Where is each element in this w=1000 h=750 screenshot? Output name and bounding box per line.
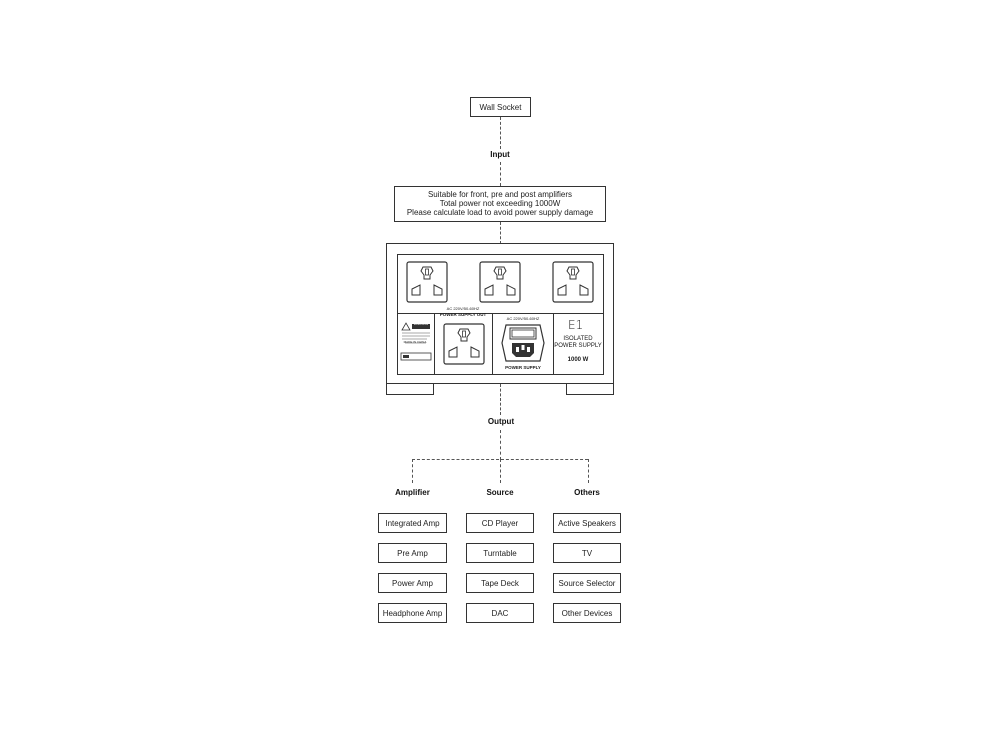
item-source-selector: Source Selector — [553, 573, 621, 593]
universal-outlet-1 — [406, 261, 448, 303]
item-tv: TV — [553, 543, 621, 563]
notice-line-2: Total power not exceeding 1000W — [439, 199, 561, 208]
panel-col-divider-2 — [492, 313, 493, 374]
item-label: Other Devices — [561, 608, 613, 618]
notice-line-3: Please calculate load to avoid power sup… — [406, 208, 594, 217]
item-label: Pre Amp — [397, 548, 428, 558]
item-label: Tape Deck — [481, 578, 519, 588]
panel-col-divider-1 — [434, 313, 435, 374]
column-heading-others: Others — [574, 488, 600, 497]
branch-others — [588, 459, 589, 483]
item-label: Integrated Amp — [385, 518, 440, 528]
usage-notice-box: Suitable for front, pre and post amplifi… — [394, 186, 606, 222]
branch-source — [500, 459, 501, 483]
item-label: Active Speakers — [558, 518, 616, 528]
notice-line-1: Suitable for front, pre and post amplifi… — [427, 190, 573, 199]
outlet-label: POWER SUPPLY OUT — [439, 312, 487, 317]
universal-outlet-3 — [552, 261, 594, 303]
panel-row-divider — [397, 313, 603, 314]
connector-notice-device — [500, 222, 501, 244]
item-dac: DAC — [466, 603, 534, 623]
item-label: TV — [581, 548, 593, 558]
device-front-panel — [397, 254, 604, 375]
input-label: Input — [490, 150, 510, 159]
model-name: E1 — [568, 318, 584, 332]
warning-label-text: WARNING — [413, 322, 429, 326]
iec-power-inlet-icon — [501, 324, 545, 362]
item-integrated-amp: Integrated Amp — [378, 513, 447, 533]
branch-amplifier — [412, 459, 413, 483]
column-heading-amplifier: Amplifier — [395, 488, 430, 497]
panel-col-divider-3 — [553, 313, 554, 374]
item-tape-deck: Tape Deck — [466, 573, 534, 593]
item-pre-amp: Pre Amp — [378, 543, 447, 563]
device-foot-right — [566, 383, 614, 395]
wall-socket-box: Wall Socket — [470, 97, 531, 117]
outlet-rating: AC 220V/50-60HZ — [446, 306, 480, 311]
made-in-label: MADE IN CHINA — [403, 340, 427, 344]
device-name-line-1: ISOLATED — [563, 336, 593, 342]
wall-socket-label: Wall Socket — [479, 102, 522, 112]
warning-label-graphic — [400, 322, 432, 361]
item-label: DAC — [491, 608, 509, 618]
column-heading-source: Source — [486, 488, 514, 497]
item-label: Turntable — [483, 548, 517, 558]
connector-output-branch — [500, 430, 501, 460]
inlet-rating: AC 220V/50-60HZ — [506, 316, 540, 321]
device-name-line-2: POWER SUPPLY — [554, 343, 602, 349]
device-foot-left — [386, 383, 434, 395]
item-label: Power Amp — [392, 578, 433, 588]
item-turntable: Turntable — [466, 543, 534, 563]
device-wattage: 1000 W — [567, 357, 589, 363]
item-active-speakers: Active Speakers — [553, 513, 621, 533]
item-power-amp: Power Amp — [378, 573, 447, 593]
connector-input-notice — [500, 162, 501, 186]
inlet-label: POWER SUPPLY — [505, 365, 541, 370]
item-label: Headphone Amp — [382, 608, 443, 618]
universal-outlet-4 — [443, 323, 485, 365]
item-label: Source Selector — [558, 578, 616, 588]
item-label: CD Player — [481, 518, 519, 528]
output-label: Output — [487, 417, 515, 426]
connector-device-output — [500, 384, 501, 415]
item-cd-player: CD Player — [466, 513, 534, 533]
item-other-devices: Other Devices — [553, 603, 621, 623]
connector-wall-input — [500, 117, 501, 149]
universal-outlet-2 — [479, 261, 521, 303]
item-headphone-amp: Headphone Amp — [378, 603, 447, 623]
